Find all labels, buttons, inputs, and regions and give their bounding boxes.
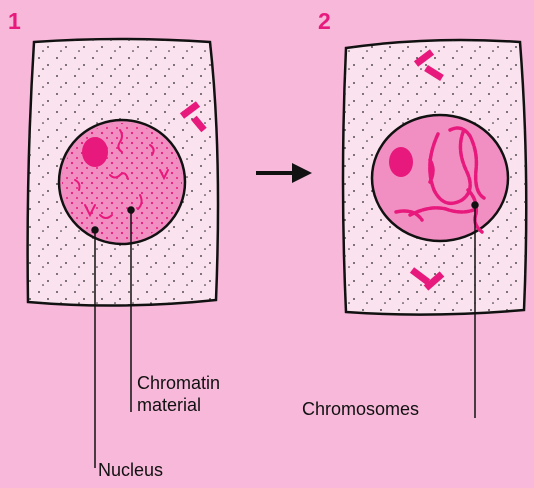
cell-2-nucleolus bbox=[389, 147, 413, 177]
cell-1 bbox=[28, 39, 218, 306]
chromosomes-label: Chromosomes bbox=[302, 398, 419, 420]
panel-number-1: 1 bbox=[8, 8, 21, 35]
panel-number-2: 2 bbox=[318, 8, 331, 35]
arrow-icon bbox=[256, 163, 312, 183]
chromatin-label-line-2: material bbox=[137, 394, 220, 416]
chromatin-label: Chromatin material bbox=[137, 372, 220, 416]
cell-2 bbox=[343, 40, 526, 315]
cell-2-nucleus bbox=[372, 115, 508, 241]
cell-1-nucleolus bbox=[82, 137, 108, 167]
nucleus-label: Nucleus bbox=[98, 459, 163, 481]
chromatin-label-line-1: Chromatin bbox=[137, 372, 220, 394]
